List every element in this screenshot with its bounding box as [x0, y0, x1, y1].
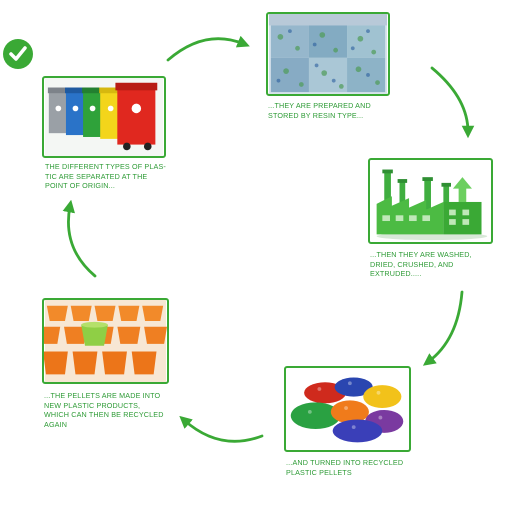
step-bales-image	[266, 12, 390, 96]
arrow-bins-to-bales	[166, 35, 250, 62]
plastic-pots-image	[44, 300, 167, 382]
arrow-factory-to-pellets	[422, 290, 464, 366]
step-pellets-caption: ...AND TURNED INTO RECYCLED PLASTIC PELL…	[286, 458, 404, 477]
factory-image	[370, 160, 491, 242]
arrow-pots-to-bins	[62, 199, 97, 278]
step-factory-image	[368, 158, 493, 244]
step-bales-caption: ...THEY ARE PREPARED AND STORED BY RESIN…	[268, 101, 371, 120]
arrow-pellets-to-pots	[179, 415, 264, 443]
step-factory-caption: ...THEN THEY ARE WASHED, DRIED, CRUSHED,…	[370, 250, 472, 279]
check-circle-icon	[3, 39, 33, 69]
step-pellets-image	[284, 366, 411, 452]
recycling-bins-image	[45, 78, 163, 156]
step-bins-image	[42, 76, 166, 158]
step-pots-caption: ...THE PELLETS ARE MADE INTO NEW PLASTIC…	[44, 391, 164, 429]
step-pots-image	[42, 298, 169, 384]
arrow-bales-to-factory	[430, 66, 475, 139]
step-bins-caption: THE DIFFERENT TYPES OF PLAS- TIC ARE SEP…	[45, 162, 166, 191]
plastic-bottle-bales-image	[268, 14, 388, 94]
plastic-pellets-image	[286, 368, 409, 450]
